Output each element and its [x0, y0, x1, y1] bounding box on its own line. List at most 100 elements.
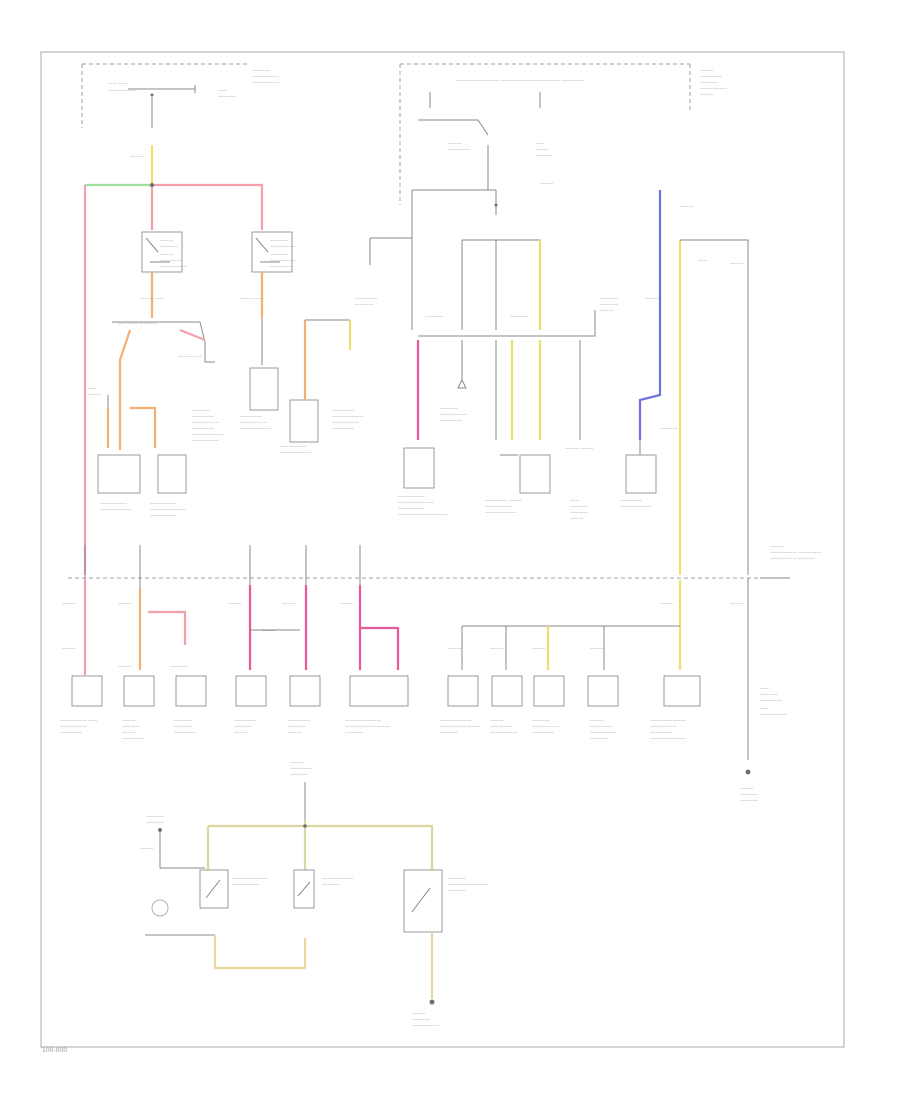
svg-text:————————: ————————: [398, 501, 435, 506]
svg-text:——————: ——————: [398, 495, 426, 500]
svg-text:————: ————: [510, 315, 529, 320]
svg-text:—————: —————: [288, 719, 311, 724]
svg-text:——————: ——————: [280, 445, 308, 450]
svg-text:———: ———: [130, 155, 144, 160]
svg-text:————: ————: [174, 719, 193, 724]
svg-text:—————: —————: [490, 725, 513, 730]
svg-text:——————: ——————: [252, 81, 280, 86]
svg-text:——————: ——————: [150, 514, 178, 519]
svg-text:————: ————: [660, 427, 679, 432]
svg-text:——————: ——————: [192, 421, 220, 426]
svg-text:————— ———: ————— ———: [485, 499, 523, 504]
svg-text:——— ——: ——— ——: [178, 355, 202, 360]
svg-text:————: ————: [146, 815, 165, 820]
component-box-b: [157, 454, 187, 494]
svg-text:——————: ——————: [108, 89, 136, 94]
svg-text:———: ———: [140, 847, 154, 852]
svg-text:—————: —————: [60, 731, 83, 736]
component-box-e: [403, 447, 435, 489]
svg-text:————: ————: [160, 245, 179, 250]
svg-text:———: ———: [490, 719, 504, 724]
svg-text:———: ———: [118, 665, 132, 670]
svg-text:———: ———: [700, 93, 714, 98]
svg-text:————: ————: [535, 154, 554, 159]
svg-text:—————: —————: [290, 767, 313, 772]
svg-text:——: ——: [88, 387, 98, 392]
svg-text:——: ——: [570, 499, 580, 504]
svg-text:————: ————: [290, 773, 309, 778]
svg-text:————: ————: [600, 303, 619, 308]
svg-text:————: ————: [740, 799, 759, 804]
svg-text:——————: ——————: [160, 265, 188, 270]
svg-text:———: ———: [62, 602, 76, 607]
svg-text:———: ———: [740, 787, 754, 792]
svg-text:———: ———: [160, 239, 174, 244]
svg-text:——————: ——————: [485, 505, 513, 510]
svg-text:—————: —————: [700, 75, 723, 80]
svg-text:————————: ————————: [345, 719, 382, 724]
svg-text:——— ——: ——— ——: [140, 297, 164, 302]
svg-text:———: ———: [228, 602, 242, 607]
svg-text:——————: ——————: [490, 731, 518, 736]
svg-text:—————: —————: [355, 297, 378, 302]
svg-text:——: ——: [218, 89, 228, 94]
svg-text:——————: ——————: [192, 439, 220, 444]
svg-text:———: ———: [700, 69, 714, 74]
svg-text:———————: ———————: [280, 451, 312, 456]
svg-text:———: ———: [680, 205, 694, 210]
svg-text:———————————: ———————————: [398, 513, 448, 518]
component-row-bottom: [71, 675, 701, 707]
svg-text:————: ————: [425, 315, 444, 320]
svg-text:——————: ——————: [150, 502, 178, 507]
svg-text:———: ———: [660, 602, 674, 607]
svg-text:————: ————: [700, 81, 719, 86]
fuse-row: [83, 545, 751, 775]
svg-text:———: ———: [88, 393, 102, 398]
diagram-code: 100-000: [42, 1047, 67, 1054]
svg-text:—— ——: —— ——: [108, 82, 128, 87]
svg-text:————: ————: [252, 69, 271, 74]
switch-3: ———— ————————— ————: [403, 869, 489, 933]
svg-text:—————: —————: [332, 427, 355, 432]
svg-text:————: ————: [270, 253, 289, 258]
svg-text:———: ———: [412, 1012, 426, 1017]
svg-text:————: ————: [345, 731, 364, 736]
svg-text:———: ———: [122, 731, 136, 736]
diagram-frame: [40, 51, 845, 1048]
svg-text:———: ———: [290, 761, 304, 766]
svg-text:———————: ———————: [440, 719, 472, 724]
svg-text:———: ———: [340, 602, 354, 607]
svg-text:————: ————: [355, 303, 374, 308]
svg-text:———————: ———————: [322, 877, 354, 882]
svg-text:—————————: —————————: [440, 725, 481, 730]
svg-text:——————: ——————: [232, 883, 260, 888]
svg-text:————: ————: [448, 877, 467, 882]
relay-2: ———— —————— ———— —————— —————: [251, 231, 298, 273]
svg-text:—————: —————: [532, 731, 555, 736]
svg-text:——————: ——————: [590, 731, 618, 736]
svg-text:————: ————: [412, 1018, 431, 1023]
svg-text:——————: ——————: [412, 1024, 440, 1029]
svg-text:——————: ——————: [700, 87, 728, 92]
svg-text:—————: —————: [448, 148, 471, 153]
svg-text:———: ———: [730, 262, 744, 267]
svg-text:———: ———: [62, 647, 76, 652]
svg-text:———: ———: [118, 602, 132, 607]
svg-text:————: ————: [122, 725, 141, 730]
svg-text:—————: —————: [620, 499, 643, 504]
svg-text:————————: ————————: [650, 737, 687, 742]
svg-text:—————: —————: [590, 725, 613, 730]
svg-text:———: ———: [570, 517, 584, 522]
switch-1: ———————— ——————: [199, 869, 269, 909]
svg-text:————: ————: [234, 725, 253, 730]
svg-text:————: ————: [170, 665, 189, 670]
svg-text:————: ————: [740, 793, 759, 798]
svg-text:————————: ————————: [650, 719, 687, 724]
component-box-g: [625, 454, 657, 494]
svg-text:—————: —————: [760, 699, 783, 704]
svg-text:—————: —————: [160, 259, 183, 264]
svg-text:————: ————: [218, 95, 237, 100]
svg-text:——: ——: [535, 142, 545, 147]
svg-text:———: ———: [490, 647, 504, 652]
